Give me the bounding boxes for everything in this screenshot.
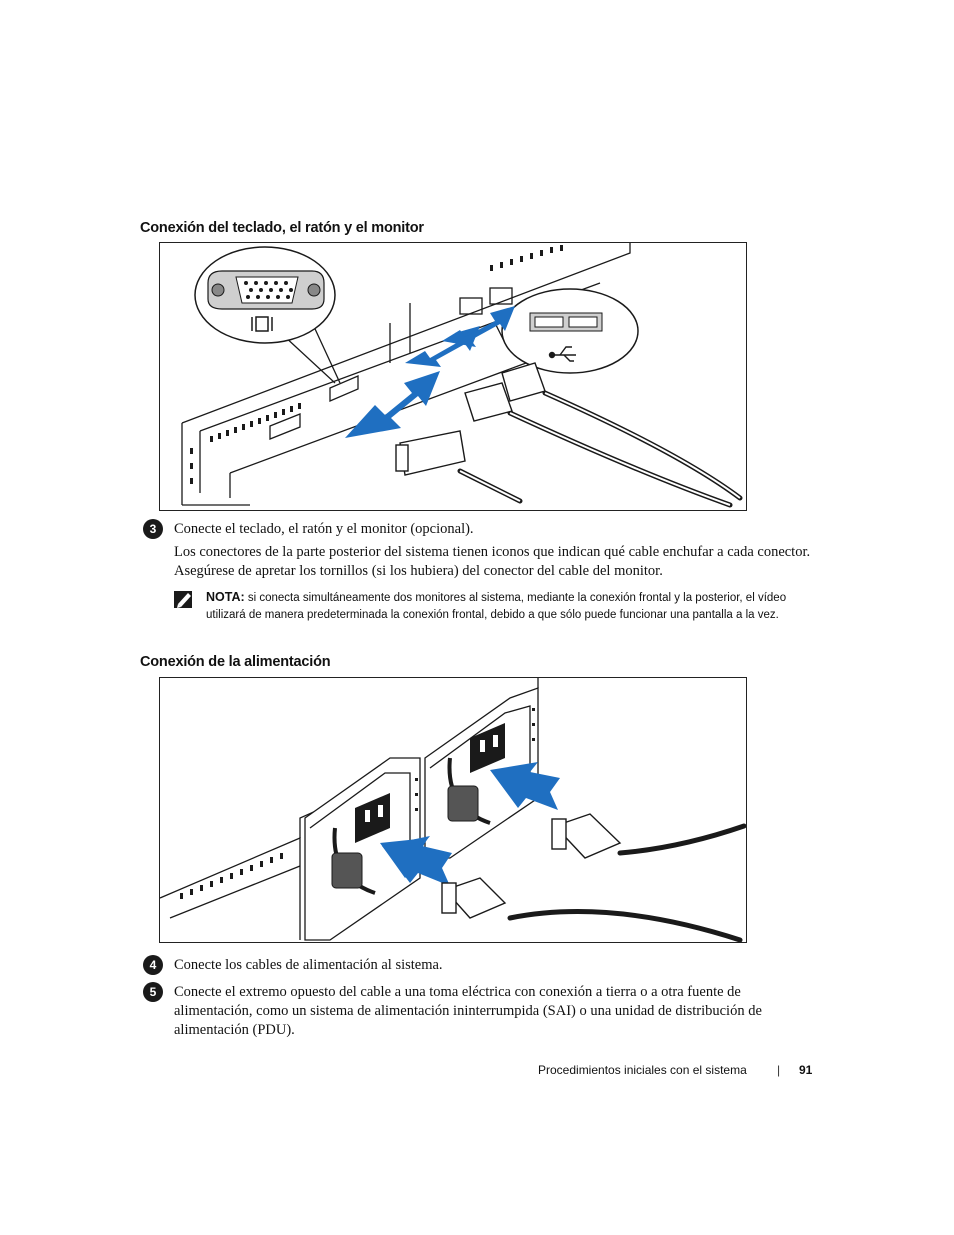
page-number: 91 [799, 1063, 813, 1077]
usb-symbol-icon [548, 346, 576, 362]
step-4-text: Conecte los cables de alimentación al si… [174, 957, 443, 973]
vga-callout [194, 246, 341, 384]
usb-port-icon [534, 316, 564, 328]
power-supply-illustration [160, 678, 746, 942]
note-pencil-icon [174, 591, 192, 608]
figure-power-connection [159, 677, 747, 943]
footer-separator: | [777, 1063, 781, 1077]
blue-arrow-icon [380, 762, 560, 886]
rear-panel-illustration [181, 243, 743, 508]
step-5-text: Conecte el extremo opuesto del cable a u… [174, 984, 762, 1038]
power-plugs [441, 813, 622, 919]
usb-callout [494, 288, 639, 374]
section-heading-power: Conexión de la alimentación [140, 654, 331, 670]
step-3-paragraph: Los conectores de la parte posterior del… [174, 544, 811, 579]
plugs [395, 362, 546, 476]
note-text: si conecta simultáneamente dos monitores… [206, 592, 787, 621]
blue-arrow-icon [345, 306, 515, 438]
vent-holes [190, 245, 563, 484]
footer-title: Procedimientos iniciales con el sistema [538, 1063, 747, 1077]
note-label: NOTA: [206, 590, 245, 604]
figure-keyboard-mouse-monitor [159, 242, 747, 511]
usb-port-icon [568, 316, 598, 328]
step-4-badge: 4 [143, 955, 163, 975]
monitor-icon [251, 316, 273, 332]
note: NOTA: si conecta simultáneamente dos mon… [206, 589, 806, 624]
step-5-badge: 5 [143, 982, 163, 1002]
step-3-text: Conecte el teclado, el ratón y el monito… [174, 521, 474, 537]
section-heading-keyboard: Conexión del teclado, el ratón y el moni… [140, 220, 424, 236]
step-3-badge: 3 [143, 519, 163, 539]
